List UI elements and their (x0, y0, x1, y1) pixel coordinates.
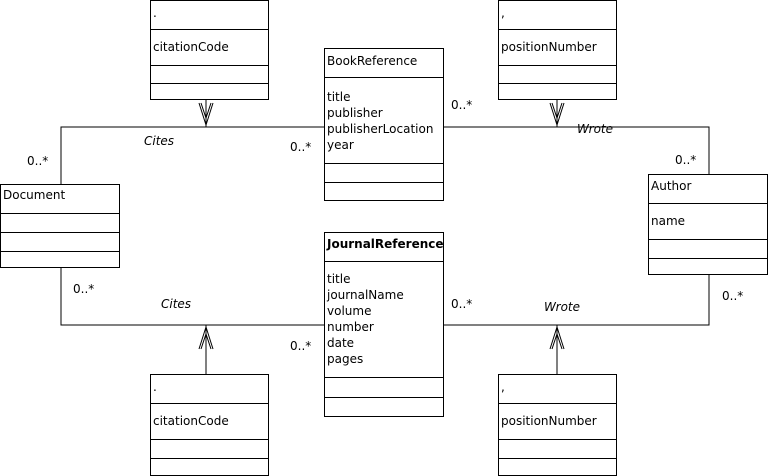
arrow-down-icon (198, 102, 214, 127)
attribute-publisher-location: publisherLocation (327, 122, 434, 136)
multiplicity-label: 0..* (675, 153, 697, 167)
journal-reference-class[interactable]: JournalReference title journalName volum… (324, 232, 444, 417)
attribute-title: title (327, 272, 351, 286)
multiplicity-label: 0..* (451, 98, 473, 112)
class-name: . (153, 380, 157, 394)
attribute-title: title (327, 90, 351, 104)
arrow-up-icon (198, 325, 214, 350)
association-label-cites-book: Cites (144, 134, 175, 148)
multiplicity-label: 0..* (27, 154, 49, 168)
citation-book-class[interactable]: . citationCode (150, 0, 269, 100)
association-label-wrote-book: Wrote (577, 122, 614, 136)
class-name: BookReference (327, 54, 418, 68)
attribute-position-number: positionNumber (501, 414, 597, 428)
document-class[interactable]: Document (0, 184, 120, 268)
cites-book-line (60, 126, 324, 184)
cites-journal-line (60, 267, 324, 326)
authorship-journal-class[interactable]: , positionNumber (498, 374, 617, 476)
multiplicity-label: 0..* (290, 140, 312, 154)
attribute-date: date (327, 336, 355, 350)
class-name: Document (3, 188, 66, 202)
attribute-journal-name: journalName (327, 288, 404, 302)
association-label-cites-journal: Cites (161, 297, 192, 311)
attribute-number: number (327, 320, 374, 334)
attribute-citation-code: citationCode (153, 414, 229, 428)
class-name: , (501, 380, 505, 394)
authorship-book-class[interactable]: , positionNumber (498, 0, 617, 100)
multiplicity-label: 0..* (73, 282, 95, 296)
attribute-position-number: positionNumber (501, 40, 597, 54)
class-name: JournalReference (327, 237, 444, 251)
arrow-up-icon (200, 332, 212, 350)
book-reference-class[interactable]: BookReference title publisher publisherL… (324, 48, 444, 201)
association-label-wrote-journal: Wrote (544, 300, 581, 314)
arrow-down-icon (200, 102, 212, 120)
multiplicity-label: 0..* (451, 297, 473, 311)
attribute-publisher: publisher (327, 106, 383, 120)
attribute-pages: pages (327, 352, 364, 366)
attribute-year: year (327, 138, 354, 152)
arrow-up-icon (551, 332, 563, 350)
citation-journal-class[interactable]: . citationCode (150, 374, 269, 476)
multiplicity-label: 0..* (290, 339, 312, 353)
arrow-up-icon (549, 325, 565, 350)
multiplicity-label: 0..* (722, 289, 744, 303)
attribute-name: name (651, 214, 686, 228)
attribute-volume: volume (327, 304, 372, 318)
class-name: . (153, 6, 157, 20)
attribute-citation-code: citationCode (153, 40, 229, 54)
author-class[interactable]: Author name (648, 174, 768, 275)
arrow-down-icon (549, 102, 565, 127)
class-name: , (501, 6, 505, 20)
arrow-down-icon (551, 102, 563, 120)
wrote-journal-line (444, 275, 710, 326)
wrote-book-line (444, 126, 710, 174)
class-name: Author (651, 179, 692, 193)
